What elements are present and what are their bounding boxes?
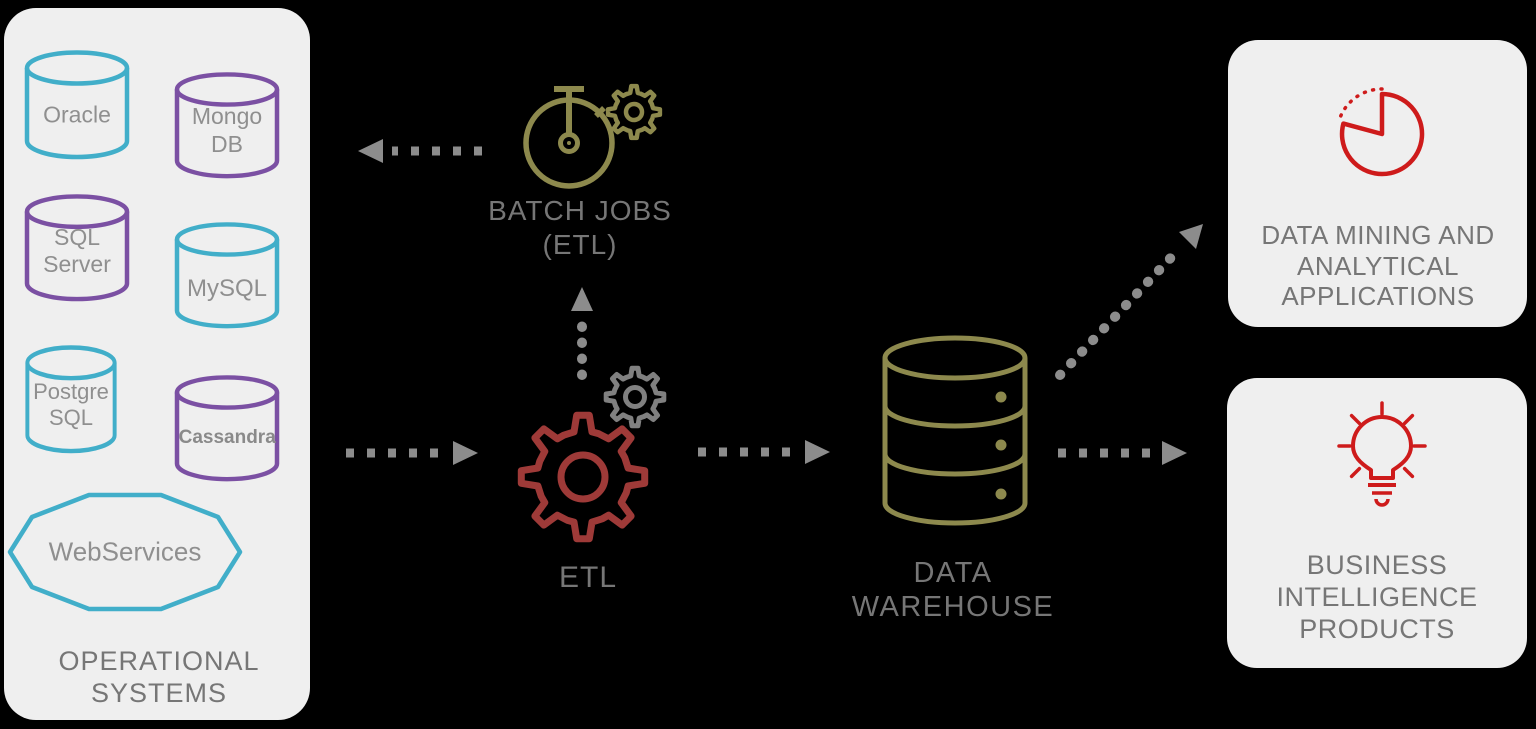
data-mining-panel: DATA MINING AND ANALYTICAL APPLICATIONS xyxy=(1228,40,1527,327)
arrowhead-right-3 xyxy=(1162,441,1187,465)
business-intelligence-label: BUSINESS INTELLIGENCE PRODUCTS xyxy=(1276,550,1478,644)
db-node-oracle: Oracle xyxy=(22,48,132,163)
data-warehouse-icon xyxy=(882,335,1028,526)
database-cylinder-icon xyxy=(24,194,130,302)
operational-systems-panel: Oracle Mongo DB SQL Server xyxy=(4,8,310,720)
db-label-mongodb: Mongo DB xyxy=(191,103,263,157)
batch-jobs-label: BATCH JOBS (ETL) xyxy=(488,195,672,261)
database-cylinder-icon xyxy=(24,50,130,160)
db-node-sqlserver: SQL Server xyxy=(22,192,132,305)
business-intelligence-panel: BUSINESS INTELLIGENCE PRODUCTS xyxy=(1227,378,1527,668)
arrowhead-right-1 xyxy=(453,441,478,465)
db-node-mongodb: Mongo DB xyxy=(172,70,282,182)
db-label-cassandra: Cassandra xyxy=(178,426,276,448)
arrowhead-left xyxy=(358,139,383,163)
arrow-warehouse-to-mining xyxy=(1055,243,1185,380)
arrowhead-right-2 xyxy=(805,440,830,464)
lightbulb-icon xyxy=(1337,401,1427,507)
arrowhead-up xyxy=(571,287,593,311)
decagon-icon xyxy=(7,492,243,612)
db-label-oracle: Oracle xyxy=(43,101,111,128)
batch-gear-icon xyxy=(605,83,663,141)
data-warehouse-label: DATA WAREHOUSE xyxy=(851,557,1055,624)
etl-label: ETL xyxy=(558,561,618,594)
db-label-postgresql: Postgre SQL xyxy=(33,378,109,430)
etl-gear-icon xyxy=(517,411,649,543)
etl-small-gear-icon xyxy=(603,365,667,429)
webservices-node: WebServices xyxy=(7,492,243,612)
database-cylinder-icon xyxy=(25,345,117,454)
db-node-cassandra: Cassandra xyxy=(172,373,282,485)
db-node-mysql: MySQL xyxy=(172,220,282,332)
database-cylinder-icon xyxy=(174,222,280,329)
stopwatch-icon xyxy=(523,86,615,189)
webservices-label: WebServices xyxy=(48,536,202,567)
data-mining-label: DATA MINING AND ANALYTICAL APPLICATIONS xyxy=(1261,220,1495,312)
database-cylinder-icon xyxy=(174,72,280,179)
db-label-mysql: MySQL xyxy=(186,275,268,303)
arrowhead-diagonal xyxy=(1179,224,1203,249)
db-label-sqlserver: SQL Server xyxy=(43,223,111,277)
database-cylinder-icon xyxy=(174,375,280,482)
pie-chart-icon xyxy=(1336,87,1425,177)
operational-systems-title: OPERATIONAL SYSTEMS xyxy=(58,646,260,708)
db-node-postgresql: Postgre SQL xyxy=(23,343,119,457)
